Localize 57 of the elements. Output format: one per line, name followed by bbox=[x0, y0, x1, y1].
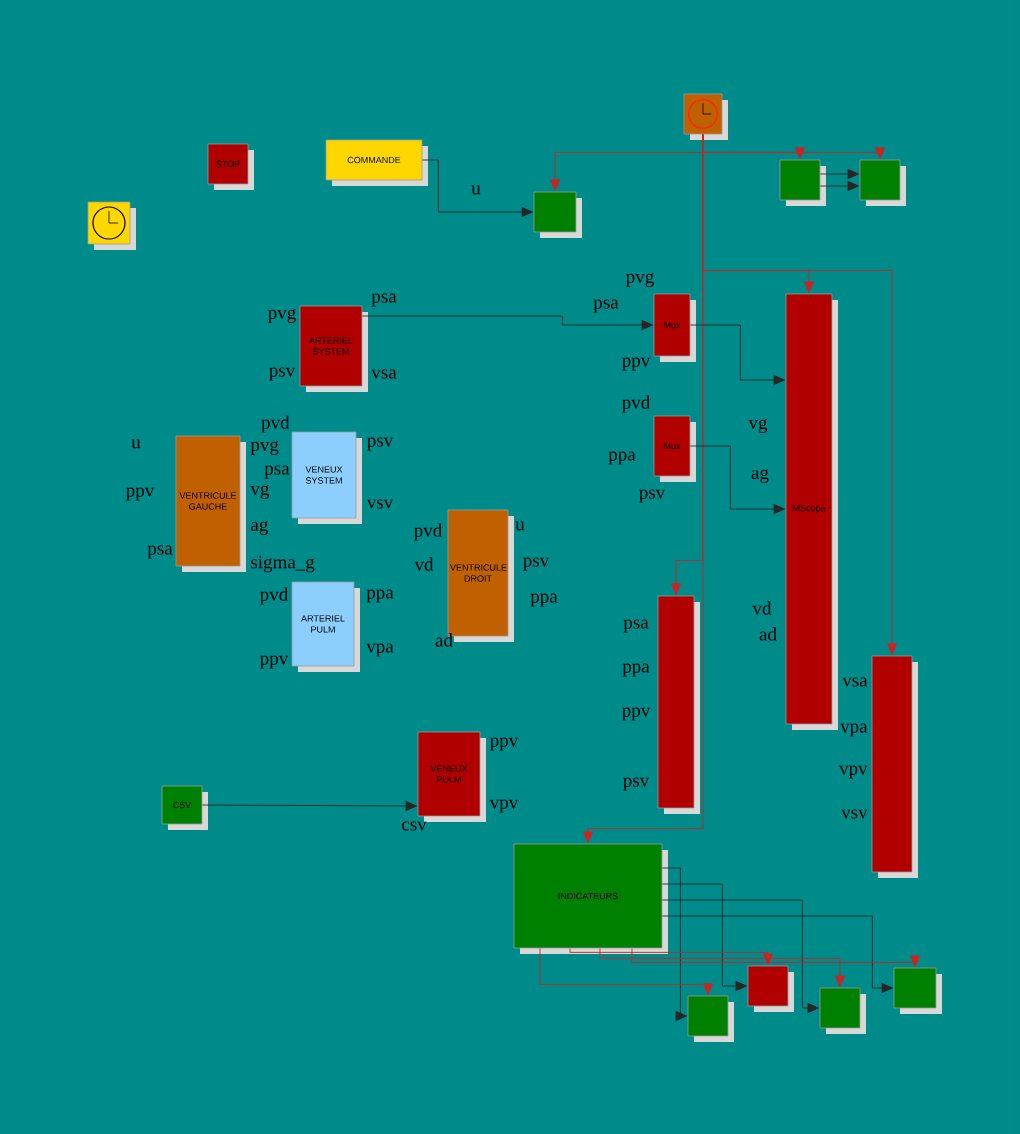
port-label: ag bbox=[251, 521, 268, 535]
port-label: pvg bbox=[268, 309, 296, 323]
arrow bbox=[819, 168, 860, 180]
port-label: ad bbox=[435, 633, 453, 647]
port-label: psv bbox=[367, 437, 394, 451]
port-label: pvg bbox=[626, 273, 654, 287]
arrow bbox=[661, 899, 820, 1014]
scope-block bbox=[819, 987, 866, 1034]
arrow bbox=[819, 180, 860, 192]
arrow bbox=[582, 133, 704, 844]
sample-block bbox=[859, 159, 906, 206]
scope-block bbox=[747, 965, 794, 1012]
port-label: u bbox=[131, 439, 141, 449]
port-label: pvd bbox=[261, 415, 290, 433]
arrow bbox=[689, 324, 786, 386]
port-label: vpv bbox=[839, 765, 868, 779]
arrow bbox=[569, 947, 774, 966]
scope-block bbox=[657, 595, 700, 814]
arrow bbox=[201, 800, 418, 812]
arrow bbox=[661, 867, 688, 1022]
port-label: psv bbox=[639, 489, 666, 503]
port-label: vpa bbox=[840, 723, 868, 737]
port-label: pvg bbox=[250, 441, 279, 455]
port-label: ag bbox=[751, 469, 769, 483]
port-label: psa bbox=[264, 465, 290, 479]
port-label: vsa bbox=[842, 677, 868, 687]
port-label: ppv bbox=[126, 487, 155, 501]
port-label: vg bbox=[748, 419, 768, 433]
port-label: csv bbox=[402, 821, 427, 831]
clock-icon bbox=[87, 201, 136, 250]
arrow bbox=[421, 159, 534, 218]
arrow bbox=[361, 315, 654, 331]
port-label: u bbox=[471, 185, 481, 195]
arrow bbox=[661, 915, 894, 994]
port-label: psa bbox=[593, 299, 619, 313]
arrow bbox=[689, 445, 786, 515]
port-label: vd bbox=[414, 557, 434, 571]
scope-block bbox=[871, 655, 918, 878]
clock-icon bbox=[683, 93, 728, 140]
scope-block bbox=[893, 967, 942, 1014]
port-label: psa bbox=[371, 293, 397, 307]
arrow bbox=[661, 883, 748, 992]
port-label: pvd bbox=[260, 587, 289, 605]
port-label: vpv bbox=[489, 799, 519, 813]
arrow bbox=[539, 947, 714, 996]
scope-block bbox=[687, 995, 734, 1042]
port-label: ppv bbox=[622, 357, 651, 371]
port-label: ppa bbox=[608, 451, 636, 465]
scope-block bbox=[533, 191, 582, 238]
arrow bbox=[631, 947, 921, 968]
port-label: vg bbox=[250, 485, 270, 499]
sample-block bbox=[779, 159, 826, 206]
port-label: pvd bbox=[414, 523, 443, 541]
arrow bbox=[599, 947, 846, 988]
port-label: vd bbox=[752, 601, 772, 615]
port-label: sigma_g bbox=[251, 555, 315, 573]
port-label: pvd bbox=[622, 395, 651, 413]
